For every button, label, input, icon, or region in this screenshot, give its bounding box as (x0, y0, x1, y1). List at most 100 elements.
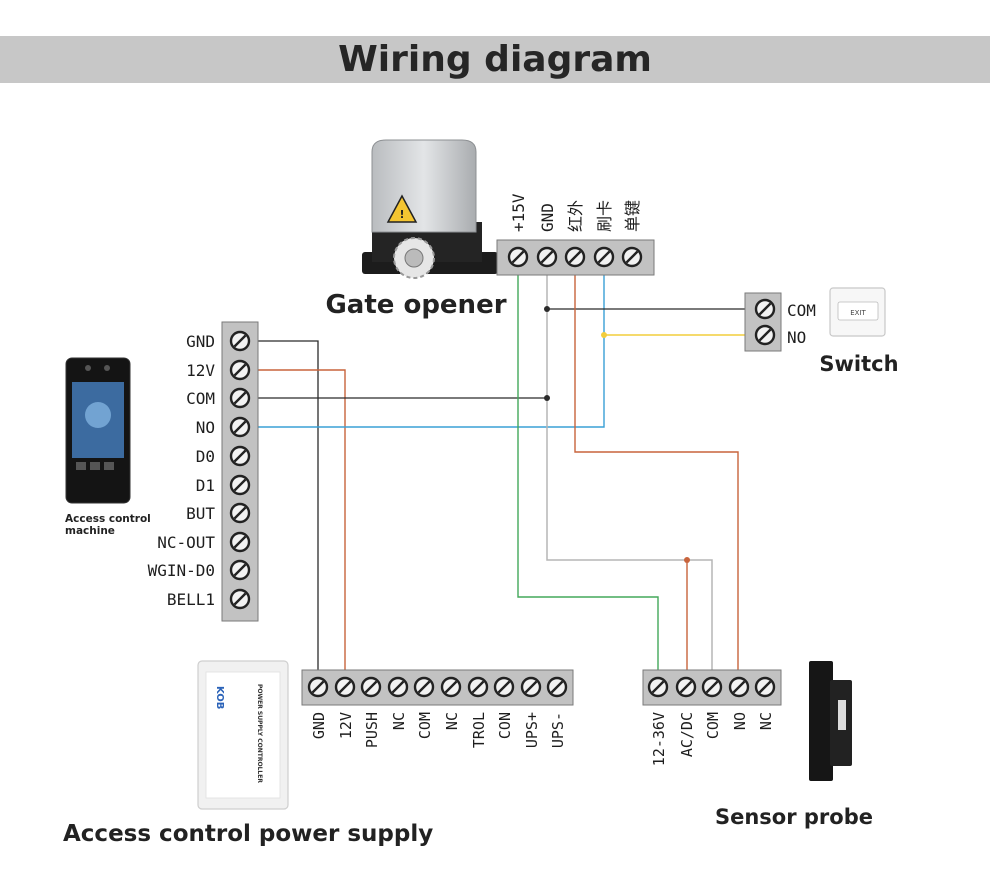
sensor-terminal-label: NC (757, 712, 775, 730)
switch-terminal-block (744, 292, 782, 352)
access-terminal-label: WGIN-D0 (148, 561, 215, 580)
terminal-screw-icon (387, 676, 409, 698)
sensor-terminal-labels: 12-36V AC/DC COM NO NC (650, 712, 775, 766)
sensor-terminal-label: COM (704, 712, 722, 739)
gate-terminal-block (496, 239, 655, 276)
svg-text:!: ! (399, 208, 404, 221)
psu-terminal-label: NC (443, 712, 461, 730)
terminal-screw-icon (647, 676, 669, 698)
terminal-screw-icon (229, 588, 251, 610)
gate-terminal-label: GND (538, 203, 557, 232)
exit-button-text: EXIT (850, 309, 866, 317)
terminal-screw-icon (754, 324, 776, 346)
power-supply-image: KOB POWER SUPPLY CONTROLLER (197, 660, 289, 810)
psu-terminal-label: PUSH (363, 712, 381, 748)
wire-15v-green (517, 274, 659, 675)
terminal-screw-icon (507, 246, 529, 268)
access-terminal-labels: GND 12V COM NO D0 D1 BUT NC-OUT WGIN-D0 … (148, 332, 216, 609)
terminal-screw-icon (520, 676, 542, 698)
gate-terminal-label: 单键 (623, 200, 642, 232)
terminal-screw-icon (728, 676, 750, 698)
terminal-screw-icon (564, 246, 586, 268)
terminal-screw-icon (536, 246, 558, 268)
access-terminal-label: BELL1 (167, 590, 215, 609)
terminal-screw-icon (754, 298, 776, 320)
terminal-screw-icon (307, 676, 329, 698)
sensor-probe-label: Sensor probe (715, 805, 873, 829)
access-terminal-label: NC-OUT (157, 533, 215, 552)
access-terminal-label: D1 (196, 476, 215, 495)
wire-ir-red (574, 274, 739, 675)
gate-opener-image: ! (362, 139, 498, 279)
junction-dot (684, 557, 690, 563)
access-machine-label: Access control (65, 513, 151, 525)
terminal-screw-icon (546, 676, 568, 698)
access-terminal-label: COM (186, 389, 215, 408)
terminal-screw-icon (413, 676, 435, 698)
sensor-probe-image (809, 661, 852, 781)
terminal-screw-icon (229, 387, 251, 409)
gate-terminal-labels: +15V GND 红外 刷卡 单键 (509, 193, 642, 232)
terminal-screw-icon (754, 676, 776, 698)
title-bar: Wiring diagram (0, 36, 990, 83)
terminal-screw-icon (675, 676, 697, 698)
junction-dot (544, 395, 550, 401)
access-control-machine-image (65, 357, 131, 504)
power-supply-brand: KOB (214, 686, 225, 709)
sensor-terminal-label: AC/DC (678, 712, 696, 757)
power-supply-label: Access control power supply (63, 821, 433, 847)
psu-terminal-labels: GND 12V PUSH NC COM NC TROL CON UPS+ UPS… (310, 712, 567, 748)
terminal-screw-icon (229, 502, 251, 524)
exit-button-image: EXIT (829, 287, 886, 337)
sensor-terminal-label: 12-36V (650, 712, 668, 766)
wire-gnd-gray (546, 274, 713, 675)
psu-terminal-label: TROL (470, 712, 488, 748)
access-machine-label: machine (65, 525, 115, 537)
psu-terminal-block (301, 669, 574, 706)
wire-gnd-black (258, 340, 319, 675)
switch-terminal-label: COM (787, 301, 816, 320)
wire-12v-red (258, 369, 346, 675)
access-terminal-label: 12V (186, 361, 215, 380)
sensor-terminal-block (642, 669, 782, 706)
terminal-screw-icon (229, 531, 251, 553)
gate-opener-label: Gate opener (325, 290, 506, 320)
access-terminal-label: NO (196, 418, 215, 437)
terminal-screw-icon (467, 676, 489, 698)
psu-terminal-label: COM (416, 712, 434, 739)
terminal-screw-icon (593, 246, 615, 268)
psu-terminal-label: NC (390, 712, 408, 730)
terminal-screw-icon (229, 474, 251, 496)
terminal-screw-icon (334, 676, 356, 698)
access-terminal-label: D0 (196, 447, 215, 466)
terminal-screw-icon (229, 559, 251, 581)
power-supply-panel-text: POWER SUPPLY CONTROLLER (256, 684, 263, 783)
junction-dot (601, 332, 607, 338)
switch-label: Switch (819, 352, 898, 376)
gate-terminal-label: 刷卡 (595, 200, 614, 232)
psu-terminal-label: GND (310, 712, 328, 739)
terminal-screw-icon (229, 330, 251, 352)
access-terminal-block (221, 321, 259, 622)
junction-dot (544, 306, 550, 312)
psu-terminal-label: UPS+ (523, 712, 541, 748)
page-title: Wiring diagram (338, 39, 652, 80)
psu-terminal-label: UPS- (549, 712, 567, 748)
wire-no-blue (258, 274, 605, 428)
terminal-screw-icon (229, 416, 251, 438)
terminal-screw-icon (360, 676, 382, 698)
psu-terminal-label: 12V (337, 712, 355, 739)
access-terminal-label: BUT (186, 504, 215, 523)
sensor-terminal-label: NO (731, 712, 749, 730)
terminal-screw-icon (493, 676, 515, 698)
terminal-screw-icon (701, 676, 723, 698)
terminal-screw-icon (229, 359, 251, 381)
gate-terminal-label: 红外 (566, 200, 585, 232)
psu-terminal-label: CON (496, 712, 514, 739)
access-terminal-label: GND (186, 332, 215, 351)
terminal-screw-icon (440, 676, 462, 698)
switch-terminal-label: NO (787, 328, 806, 347)
terminal-screw-icon (229, 445, 251, 467)
wires (258, 274, 758, 675)
